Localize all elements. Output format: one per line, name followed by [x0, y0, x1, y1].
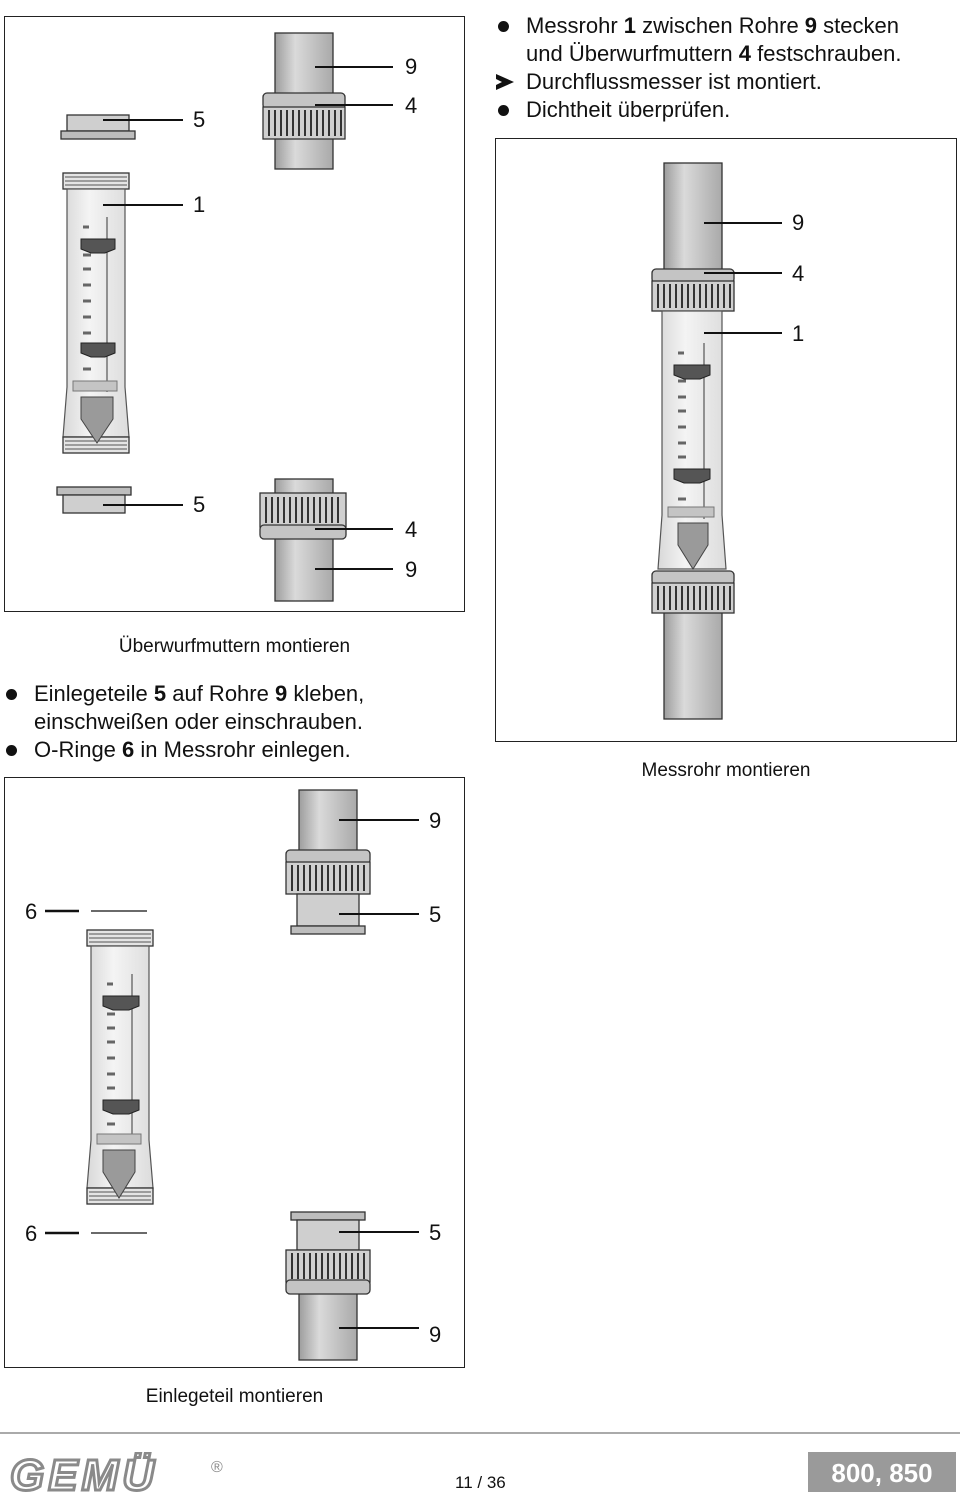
arrow-right-icon — [496, 74, 514, 90]
bullet-icon — [498, 21, 509, 32]
label-9-top: 9 — [429, 808, 441, 833]
bullet-icon — [6, 689, 17, 700]
label-5-top: 5 — [193, 107, 205, 132]
svg-text:GEMÜ: GEMÜ — [10, 1452, 158, 1496]
panel-einlegeteil: 9 5 6 6 — [4, 777, 465, 1368]
caption-ueberwurfmuttern: Überwurfmuttern montieren — [118, 636, 351, 657]
label-9-bottom: 9 — [429, 1322, 441, 1347]
caption-einlegeteil: Einlegeteil montieren — [145, 1386, 324, 1407]
panel-ueberwurfmuttern: 9 4 5 1 5 — [4, 16, 465, 612]
label-1: 1 — [792, 321, 804, 346]
label-4-bottom: 4 — [405, 517, 417, 542]
page-number: 11 / 36 — [455, 1473, 506, 1492]
label-9: 9 — [792, 210, 804, 235]
label-1: 1 — [193, 192, 205, 217]
label-5-bottom: 5 — [429, 1220, 441, 1245]
instruction-line: einschweißen oder einschrauben. — [34, 709, 363, 734]
instruction-result: Durchflussmesser ist montiert. — [496, 68, 901, 96]
instruction-line: und Überwurfmuttern 4 festschrauben. — [526, 41, 902, 66]
label-4: 4 — [792, 261, 804, 286]
instruction-line: Dichtheit überprüfen. — [496, 96, 901, 124]
model-badge: 800, 850 — [808, 1452, 956, 1492]
diagram-einlegeteil: 9 5 6 6 — [25, 789, 441, 1361]
instructions-top: Messrohr 1 zwischen Rohre 9 stecken und … — [496, 12, 901, 124]
label-6-bottom: 6 — [25, 1221, 37, 1246]
svg-text:®: ® — [211, 1459, 223, 1476]
diagram-ueberwurfmuttern: 9 4 5 1 5 — [56, 32, 417, 602]
label-6-top: 6 — [25, 899, 37, 924]
instruction-line: Einlegeteile 5 auf Rohre 9 kleben, — [4, 680, 364, 708]
instruction-line: Messrohr 1 zwischen Rohre 9 stecken — [496, 12, 901, 40]
label-5-bottom: 5 — [193, 492, 205, 517]
label-5-top: 5 — [429, 902, 441, 927]
label-4-top: 4 — [405, 93, 417, 118]
caption-messrohr: Messrohr montieren — [641, 760, 811, 781]
instruction-line: O-Ringe 6 in Messrohr einlegen. — [4, 736, 364, 764]
label-9-bottom: 9 — [405, 557, 417, 582]
gemu-logo: GEMÜ ® — [9, 1452, 224, 1496]
diagram-messrohr: 9 4 1 — [651, 162, 804, 720]
footer-divider — [0, 1432, 960, 1434]
bullet-icon — [6, 745, 17, 756]
panel-messrohr: 9 4 1 — [495, 138, 957, 742]
label-9-top: 9 — [405, 54, 417, 79]
bullet-icon — [498, 105, 509, 116]
instructions-mid: Einlegeteile 5 auf Rohre 9 kleben, einsc… — [4, 680, 364, 764]
